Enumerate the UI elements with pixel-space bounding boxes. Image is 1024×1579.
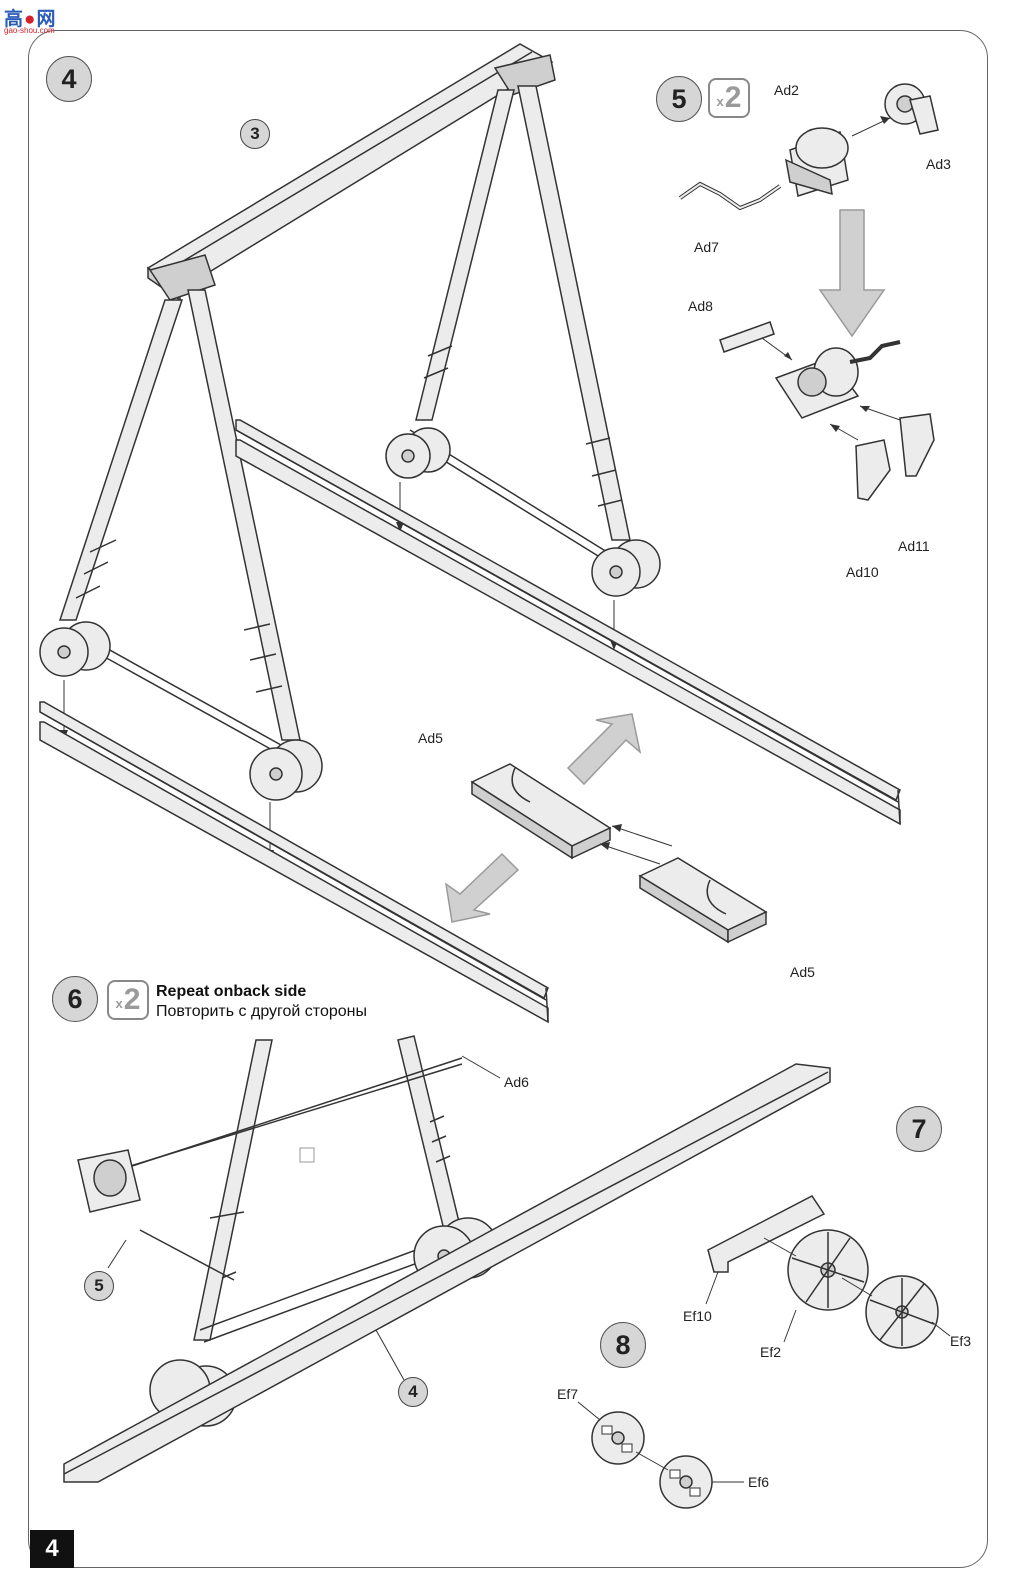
part-label-ef6: Ef6 [748,1474,770,1490]
wheel-parts-drawing [705,1195,951,1349]
part-label-ef2: Ef2 [760,1344,782,1360]
part-label-ad3: Ad3 [926,156,951,172]
gantry-frame-drawing [39,43,901,1024]
winch-assembly-drawing [678,83,939,501]
page-number: 4 [30,1530,74,1568]
logo-char-1: 高 [4,9,25,30]
part-label-ef3: Ef3 [950,1333,972,1349]
rail-join-drawing [444,713,768,944]
part-label-ad10: Ad10 [846,564,879,580]
times-icon: x [716,93,724,109]
step-6-note-en: Repeat onback side [156,983,307,1000]
part-label-ad5-bottom: Ad5 [790,964,815,980]
part-label-ad11: Ad11 [898,538,930,554]
step-8-badge: 8 [600,1322,646,1368]
step-5-badge: 5 [656,76,702,122]
logo-dot-icon: ● [24,9,37,30]
step-7-badge: 7 [896,1106,942,1152]
part-label-ef7: Ef7 [557,1386,579,1402]
step-4-badge: 4 [46,56,92,102]
part-label-ad2: Ad2 [774,82,799,98]
repeat-number: 2 [724,81,742,114]
logo-char-2: 网 [36,9,57,30]
part-label-ad6: Ad6 [504,1074,529,1090]
repeat-number: 2 [123,983,141,1016]
callout-3: 3 [240,119,270,149]
frame-with-winch-drawing [63,1035,831,1483]
part-label-ef10: Ef10 [683,1308,712,1324]
step-6-badge: 6 [52,976,98,1022]
logo-subtext: gao-shou.com [4,26,55,35]
step-5-repeat-count: x 2 [708,78,750,118]
times-icon: x [115,995,123,1011]
part-label-ad5-top: Ad5 [418,730,443,746]
step-6-note-ru: Повторить с другой стороны [156,1003,367,1020]
callout-5: 5 [84,1271,114,1301]
small-wheels-drawing [577,1401,744,1509]
site-logo: 高●网 gao-shou.com [4,4,74,38]
callout-4: 4 [398,1377,428,1407]
part-label-ad8: Ad8 [688,298,713,314]
step-6-repeat-count: x 2 [107,980,149,1020]
part-label-ad7: Ad7 [694,239,719,255]
page-frame [28,30,988,1568]
